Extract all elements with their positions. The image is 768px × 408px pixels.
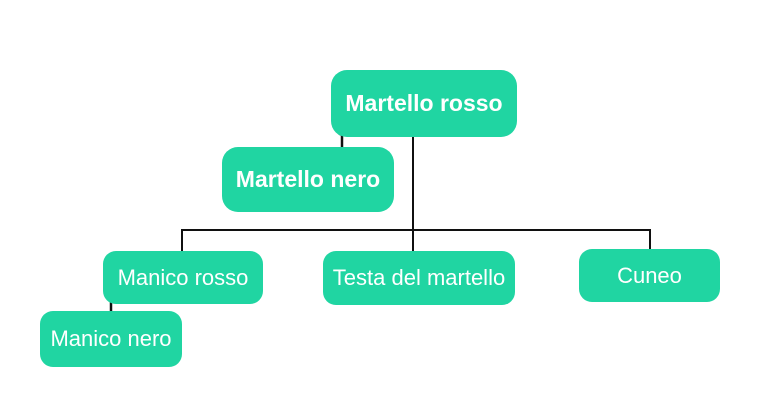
node-manico-rosso[interactable]: Manico rosso: [103, 251, 263, 304]
node-manico-nero[interactable]: Manico nero: [40, 311, 182, 367]
node-cuneo[interactable]: Cuneo: [579, 249, 720, 302]
node-martello-rosso[interactable]: Martello rosso: [331, 70, 517, 137]
elbow-connector-rail: [181, 229, 651, 251]
node-testa-del-martello[interactable]: Testa del martello: [323, 251, 515, 305]
node-martello-nero[interactable]: Martello nero: [222, 147, 394, 212]
